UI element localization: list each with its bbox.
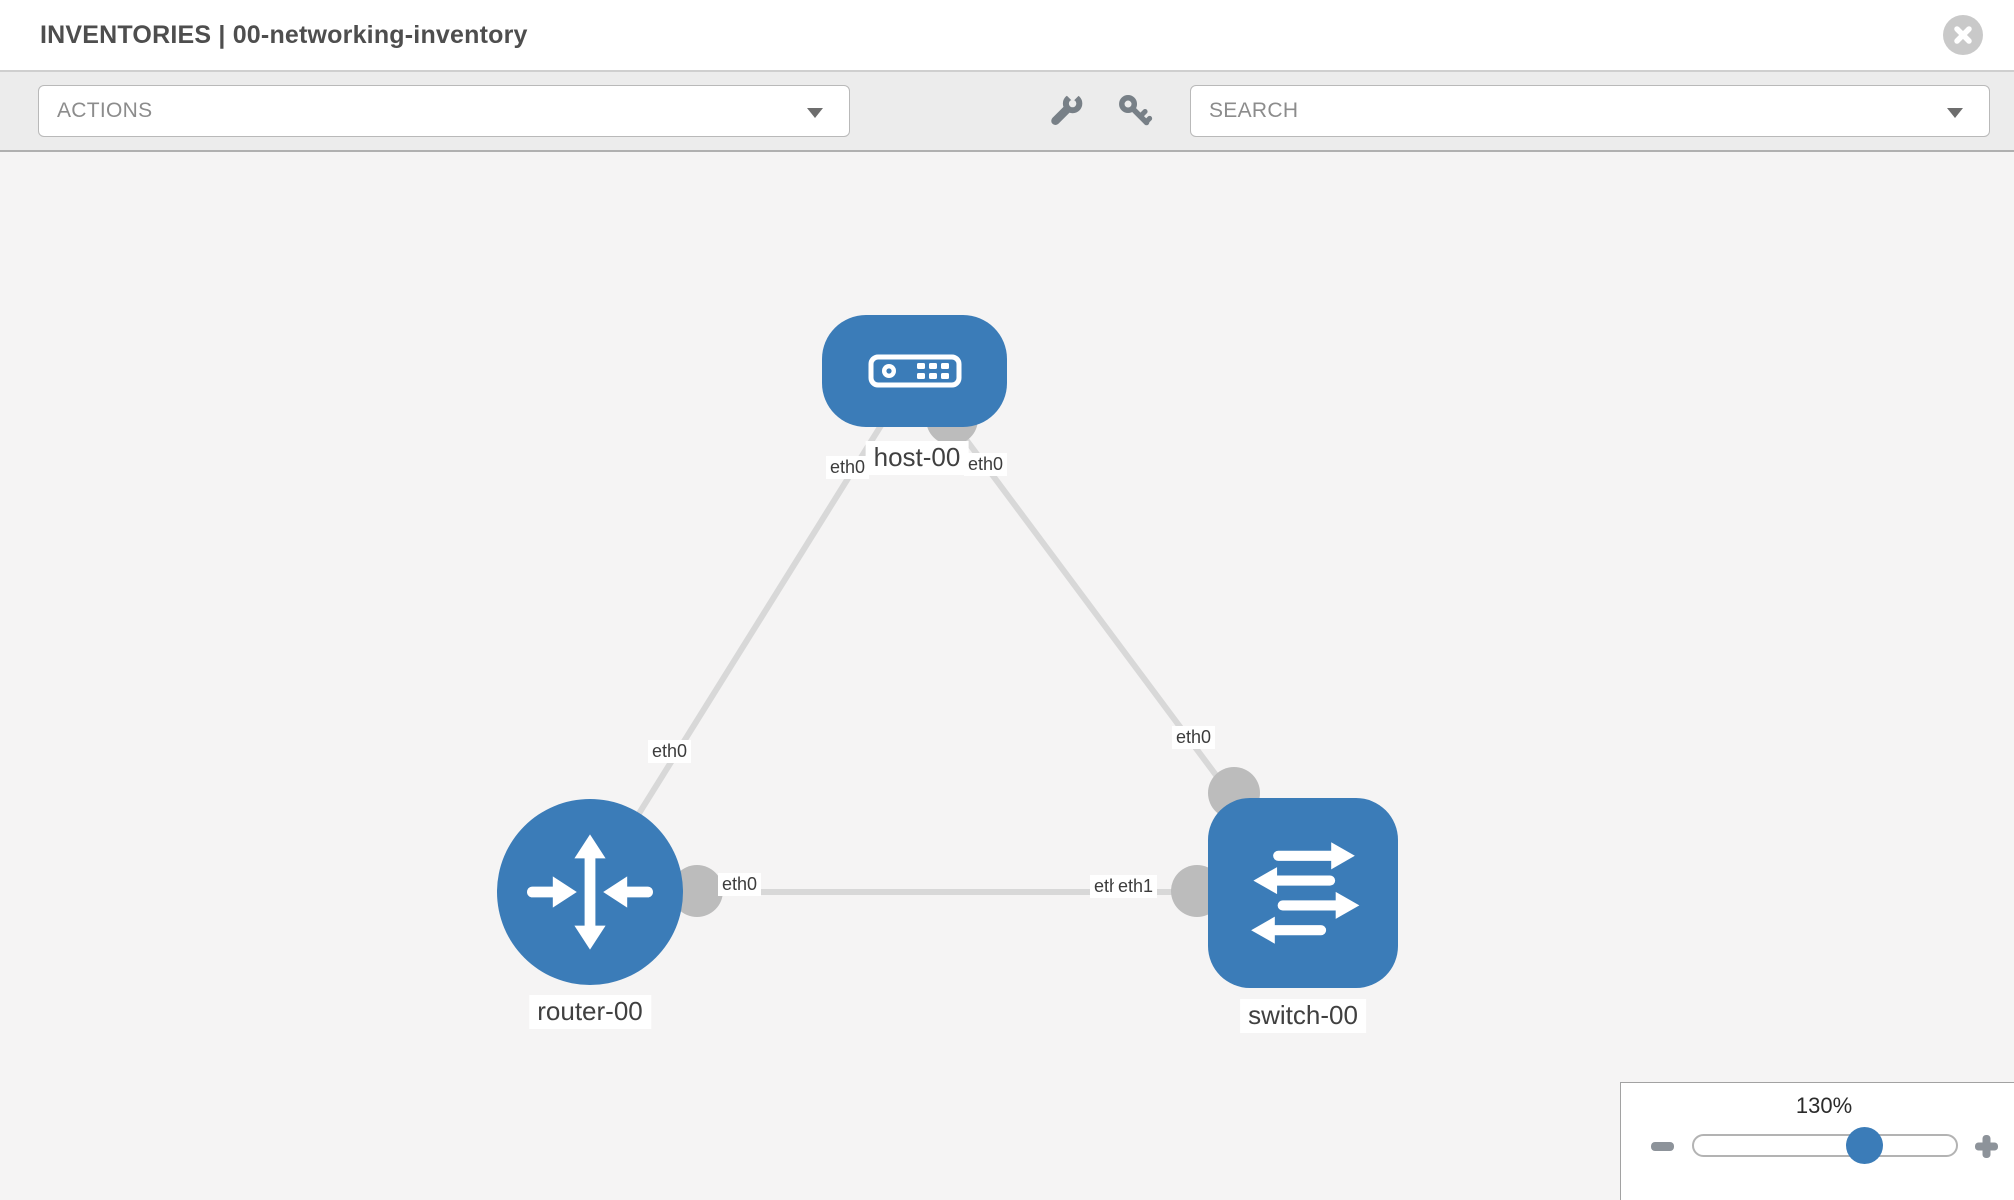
zoom-panel: 130% [1620,1082,2014,1200]
zoom-slider-track[interactable] [1692,1134,1958,1157]
host-icon [868,354,961,388]
port-label-switch-link-eth0: eth0 [1172,726,1216,749]
chevron-down-icon [1947,108,1963,118]
router-icon [527,834,653,950]
zoom-level-value: 130% [1795,1093,1853,1118]
actions-dropdown[interactable]: ACTIONS [38,85,850,137]
switch-icon [1251,842,1360,944]
node-host[interactable] [822,315,1007,427]
zoom-slider-handle[interactable] [1846,1127,1883,1164]
port-label-host-eth0-right: eth0 [964,453,1008,476]
actions-dropdown-label: ACTIONS [57,99,153,122]
toolbar: ACTIONS SEARCH [0,72,2014,152]
port-label-host-eth0-left: eth0 [826,456,870,479]
node-label-host: host-00 [865,441,969,476]
port-label-switch-eth1: eth1 [1114,875,1158,898]
node-switch[interactable] [1208,798,1398,988]
wrench-icon [1051,93,1083,126]
topology-canvas[interactable]: host-00 router-00 switch-00 eth0 eth0 et… [0,152,2014,1200]
chevron-down-icon [807,108,823,118]
credentials-button[interactable] [1113,89,1157,133]
key-icon [1119,95,1153,126]
header: INVENTORIES | 00-networking-inventory [0,0,2014,72]
port-label-router-eth0: eth0 [718,873,762,896]
minus-icon [1650,1141,1674,1151]
configure-button[interactable] [1044,89,1088,133]
close-icon [1954,26,1972,44]
search-dropdown-label: SEARCH [1209,99,1299,122]
zoom-in-button[interactable] [1966,1126,2006,1166]
zoom-out-button[interactable] [1642,1126,1682,1166]
page-title: INVENTORIES | 00-networking-inventory [40,20,528,49]
node-label-router: router-00 [529,995,651,1030]
close-button[interactable] [1943,15,1983,55]
links-layer [587,369,1306,895]
port-label-router-link-eth0: eth0 [648,740,692,763]
search-dropdown[interactable]: SEARCH [1190,85,1990,137]
node-label-switch: switch-00 [1240,999,1366,1034]
node-router[interactable] [497,799,683,985]
plus-icon [1974,1134,1998,1158]
